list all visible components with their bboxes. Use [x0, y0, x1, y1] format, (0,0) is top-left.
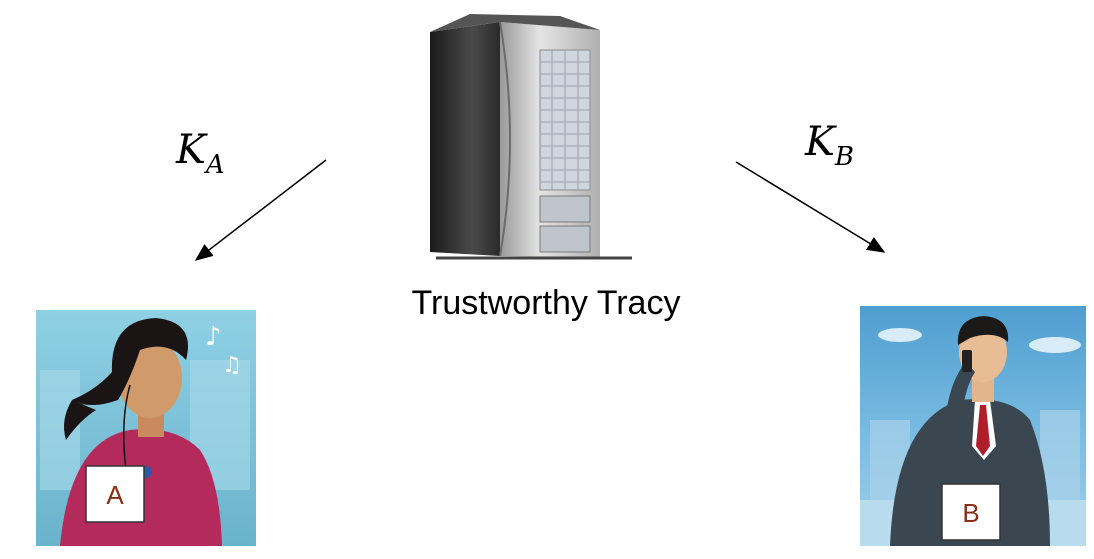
svg-text:♪: ♪	[205, 322, 222, 352]
key-a-label: KA	[176, 130, 225, 178]
badge-a-label: A	[106, 480, 124, 510]
key-a-subscript: A	[205, 150, 225, 180]
badge-b-label: B	[962, 498, 979, 528]
badge-a-box	[85, 465, 145, 523]
badge-b-box	[941, 483, 1001, 541]
key-a-base: K	[176, 127, 206, 173]
arrow-to-b	[735, 161, 886, 253]
businessman-on-phone-icon	[860, 306, 1086, 546]
arrow-to-a	[194, 159, 327, 261]
key-b-label: KB	[805, 122, 854, 170]
svg-text:♫: ♫	[222, 353, 242, 378]
key-b-base: K	[805, 119, 835, 165]
woman-with-earphones-icon: ♪ ♫	[36, 310, 256, 546]
key-b-subscript: B	[834, 142, 854, 172]
server-caption: Trustworthy Tracy	[411, 284, 681, 322]
server-tower-icon	[430, 14, 632, 260]
